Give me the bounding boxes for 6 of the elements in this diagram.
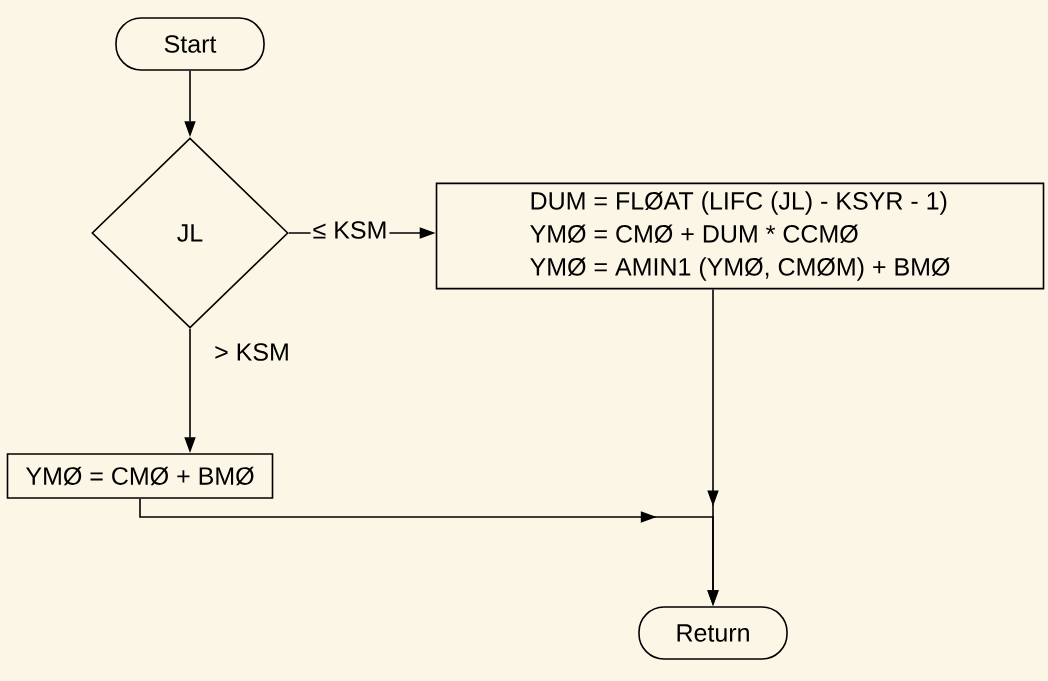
edge-label: > KSM: [212, 341, 292, 363]
process-box: DUM = FLØAT (LIFC (JL) - KSYR - 1) YMØ = CMØ + DUM * CCMØ YMØ = AMIN1 (YMØ, CMØM) + BMØ: [435, 182, 1045, 290]
terminal-box: Return: [638, 606, 788, 660]
process-box: YMØ = CMØ + BMØ: [6, 453, 274, 499]
terminal-box: Start: [115, 17, 265, 71]
edge-label: ≤ KSM: [310, 219, 390, 241]
